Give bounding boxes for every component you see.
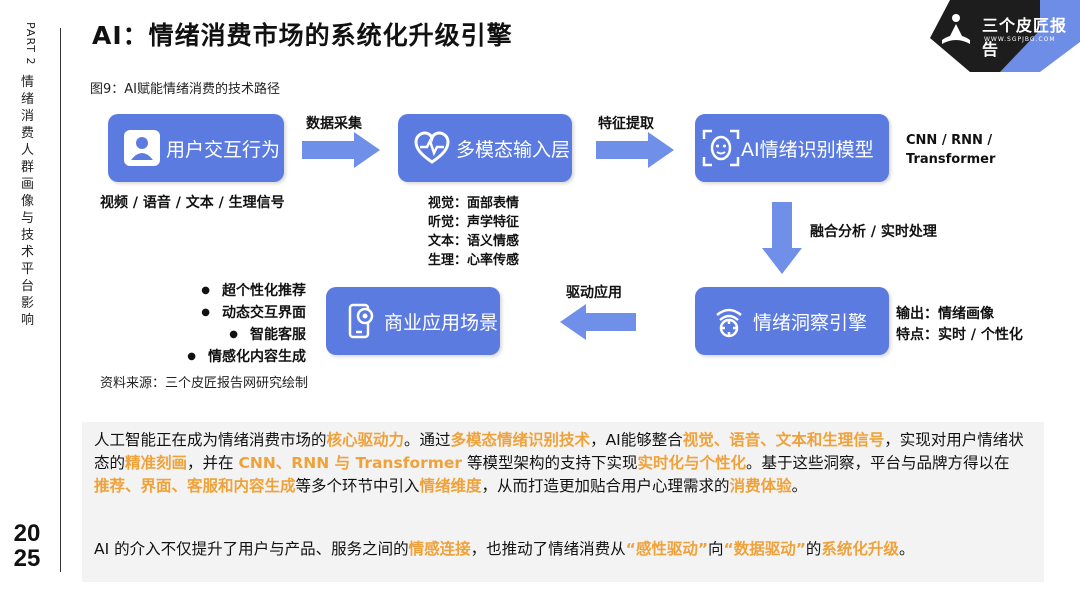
- body-text: 。: [791, 477, 808, 495]
- body-text: 的: [805, 540, 822, 558]
- list-item: 智能客服: [160, 325, 306, 347]
- year-line-2: 25: [13, 545, 41, 572]
- box-business-scenarios: 商业应用场景: [326, 287, 500, 355]
- note-user-signals: 视频 / 语音 / 文本 / 生理信号: [100, 195, 285, 211]
- label-drive-application: 驱动应用: [566, 285, 622, 301]
- note-audio: 听觉：声学特征: [428, 215, 520, 230]
- box-emotion-insight-engine: 情绪洞察引擎: [695, 287, 889, 355]
- highlight-text: 消费体验: [729, 477, 792, 495]
- heart-pulse-icon: [414, 131, 450, 164]
- body-text: ，从而打造更加贴合用户心理需求的: [481, 477, 730, 495]
- application-list: 超个性化推荐 动态交互界面 智能客服 情感化内容生成: [160, 281, 306, 369]
- rail-divider: [60, 28, 61, 572]
- highlight-text: 情感连接: [408, 540, 471, 558]
- highlight-text: 系统化升级: [821, 540, 899, 558]
- body-text: ，AI能够整合: [590, 431, 683, 449]
- body-text: 。基于这些洞察，平台与品牌方得以在: [746, 454, 1010, 472]
- summary-paragraph-1: 人工智能正在成为情绪消费市场的核心驱动力。通过多模态情绪识别技术，AI能够整合视…: [94, 429, 1024, 498]
- box-user-interaction: 用户交互行为: [108, 114, 284, 182]
- note-physio: 生理：心率传感: [428, 253, 520, 268]
- logo-url: WWW.SGPJBG.COM: [984, 36, 1056, 43]
- highlight-text: 核心驱动力: [326, 431, 405, 449]
- section-rail: PART 2 情绪消费人群画像与技术平台影响: [16, 22, 44, 329]
- year-line-1: 20: [13, 520, 41, 547]
- body-text: 。通过: [404, 431, 451, 449]
- arrow-right-icon: [596, 132, 674, 168]
- source-note: 资料来源：三个皮匠报告网研究绘制: [100, 376, 309, 391]
- box-label: 用户交互行为: [166, 138, 281, 161]
- body-text: 等多个环节中引入: [295, 477, 420, 495]
- highlight-text: 视觉、语音、文本和生理信号: [682, 431, 885, 449]
- fingerprint-icon: [716, 308, 742, 338]
- body-text: 向: [708, 540, 724, 558]
- note-feature: 特点：实时 / 个性化: [896, 327, 1023, 343]
- highlight-text: “感性驱动”: [625, 540, 709, 558]
- box-label: 情绪洞察引擎: [753, 311, 868, 334]
- phone-app-icon: [348, 303, 374, 339]
- label-feature-extraction: 特征提取: [598, 116, 654, 132]
- body-text: 等模型架构的支持下实现: [462, 454, 638, 472]
- note-arch-line-2: Transformer: [906, 152, 996, 167]
- highlight-text: 多模态情绪识别技术: [450, 431, 591, 449]
- summary-paragraph-2: AI 的介入不仅提升了用户与产品、服务之间的情感连接，也推动了情绪消费从“感性驱…: [94, 538, 1024, 561]
- list-item: 超个性化推荐: [160, 281, 306, 303]
- part-label: PART 2: [24, 22, 37, 66]
- body-text: 人工智能正在成为情绪消费市场的: [94, 431, 327, 449]
- book-icon: [942, 14, 970, 44]
- box-ai-emotion-model: AI情绪识别模型: [695, 114, 889, 182]
- user-icon: [124, 130, 160, 166]
- box-label: 多模态输入层: [456, 138, 571, 161]
- highlight-text: “数据驱动”: [723, 540, 806, 558]
- section-title: 情绪消费人群画像与技术平台影响: [21, 74, 35, 328]
- label-fusion-analysis: 融合分析 / 实时处理: [810, 224, 937, 240]
- highlight-text: CNN、RNN 与 Transformer: [238, 454, 463, 472]
- label-data-collection: 数据采集: [306, 116, 362, 132]
- note-arch-line-1: CNN / RNN /: [906, 133, 993, 148]
- page-title: AI：情绪消费市场的系统化升级引擎: [92, 21, 513, 50]
- brand-logo: [930, 0, 1080, 72]
- body-text: ，也推动了情绪消费从: [470, 540, 626, 558]
- highlight-text: 精准刻画: [125, 454, 188, 472]
- highlight-text: 实时化与个性化: [637, 454, 746, 472]
- note-engine-output: 输出：情绪画像 特点：实时 / 个性化: [896, 304, 1023, 346]
- figure-caption: 图9：AI赋能情绪消费的技术路径: [90, 82, 280, 97]
- list-item: 情感化内容生成: [160, 347, 306, 369]
- summary-panel: [82, 422, 1044, 582]
- arrow-down-icon: [762, 202, 802, 274]
- year-label: 20 25: [9, 521, 45, 571]
- highlight-text: 情绪维度: [419, 477, 482, 495]
- face-scan-icon: [702, 129, 740, 167]
- box-label: 商业应用场景: [384, 311, 499, 334]
- note-output: 输出：情绪画像: [896, 306, 994, 322]
- logo-text: 三个皮匠报告: [982, 16, 1068, 59]
- arrow-left-icon: [560, 304, 636, 340]
- box-multimodal-input: 多模态输入层: [398, 114, 572, 182]
- body-text: AI 的介入不仅提升了用户与产品、服务之间的: [94, 540, 409, 558]
- note-modalities: 视觉：面部表情 听觉：声学特征 文本：语义情感 生理：心率传感: [428, 194, 519, 270]
- arrow-right-icon: [302, 132, 380, 168]
- list-item: 动态交互界面: [160, 303, 306, 325]
- body-text: 。: [898, 540, 915, 558]
- box-label: AI情绪识别模型: [741, 138, 874, 161]
- note-text: 文本：语义情感: [428, 234, 520, 249]
- note-visual: 视觉：面部表情: [428, 196, 520, 211]
- body-text: ，实现对用户情绪状态的: [94, 431, 1024, 472]
- note-architectures: CNN / RNN / Transformer: [906, 131, 995, 169]
- body-text: ，并在: [187, 454, 239, 472]
- highlight-text: 推荐、界面、客服和内容生成: [94, 477, 296, 495]
